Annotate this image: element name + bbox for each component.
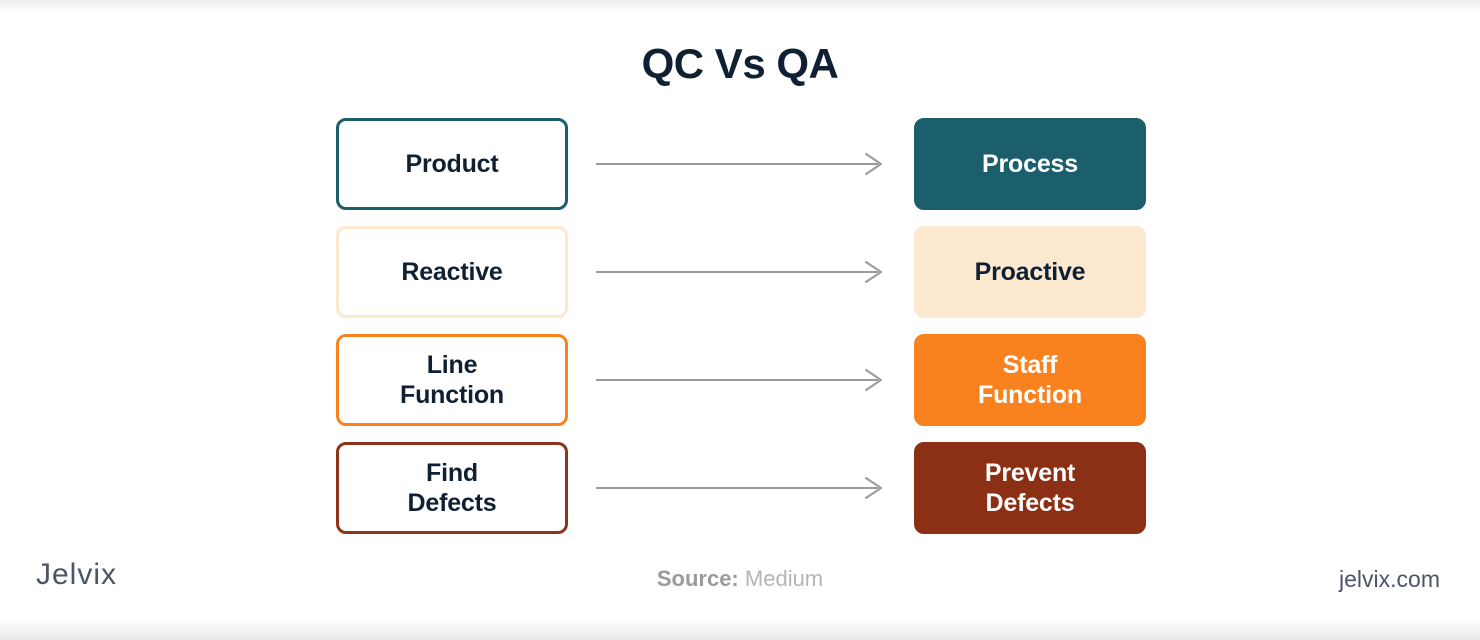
jelvix-logo: Jelvix (36, 558, 117, 592)
left-box-line-function: Line Function (336, 334, 568, 426)
right-box-prevent-defects: Prevent Defects (914, 442, 1146, 534)
bottom-edge-band (0, 616, 1480, 640)
source-value: Medium (744, 566, 824, 591)
arrow-right-icon (596, 261, 884, 283)
website-url: jelvix.com (1339, 566, 1440, 592)
arrow-right-icon (596, 369, 884, 391)
source-attribution: Source: Medium (0, 566, 1480, 592)
left-box-find-defects: Find Defects (336, 442, 568, 534)
page-title: QC Vs QA (641, 40, 839, 87)
arrow-right-icon (596, 153, 884, 175)
left-box-reactive: Reactive (336, 226, 568, 318)
right-box-process: Process (914, 118, 1146, 210)
right-box-proactive: Proactive (914, 226, 1146, 318)
comparison-row: Product Process (0, 118, 1480, 210)
comparison-row: Reactive Proactive (0, 226, 1480, 318)
jelvix-logo-text: Jelvix (36, 558, 118, 591)
left-box-product: Product (336, 118, 568, 210)
comparison-row: Find Defects Prevent Defects (0, 442, 1480, 534)
arrow-right-icon (596, 477, 884, 499)
top-edge-band (0, 0, 1480, 14)
comparison-row: Line Function Staff Function (0, 334, 1480, 426)
right-box-staff-function: Staff Function (914, 334, 1146, 426)
source-label: Source: (656, 566, 739, 591)
